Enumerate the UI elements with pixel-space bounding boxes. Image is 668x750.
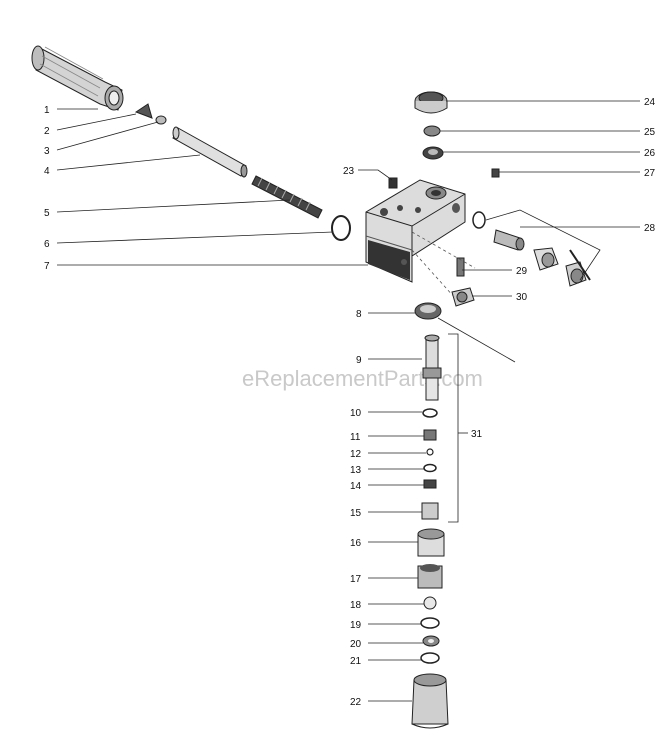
- part-21-oring: [420, 652, 440, 664]
- part-5-filter: [251, 175, 323, 219]
- callout-14: 14: [350, 481, 362, 492]
- part-30-fitting: [451, 287, 475, 307]
- callout-2: 2: [44, 126, 50, 137]
- callout-25: 25: [644, 127, 656, 138]
- part-18-ball: [423, 596, 437, 610]
- part-28-valve-assembly: [472, 211, 591, 287]
- part-2-cone: [134, 103, 153, 119]
- callout-27: 27: [644, 168, 656, 179]
- part-12-ring: [426, 448, 434, 456]
- part-29-spring: [456, 257, 465, 277]
- callout-21: 21: [350, 656, 362, 667]
- part-11-spacer: [423, 429, 437, 441]
- part-25-seal: [423, 125, 441, 137]
- watermark-text: eReplacementParts.com: [242, 366, 483, 391]
- callout-7: 7: [44, 261, 50, 272]
- callout-15: 15: [350, 508, 362, 519]
- callout-20: 20: [350, 639, 362, 650]
- callout-10: 10: [350, 408, 362, 419]
- part-23-plug: [388, 177, 398, 189]
- callout-31: 31: [471, 429, 483, 440]
- part-27-plug: [491, 168, 500, 178]
- callout-24: 24: [644, 97, 656, 108]
- callout-13: 13: [350, 465, 362, 476]
- part-24-cap: [414, 91, 448, 114]
- callout-9: 9: [356, 355, 362, 366]
- callout-3: 3: [44, 146, 50, 157]
- callout-11: 11: [350, 432, 361, 443]
- callout-26: 26: [644, 148, 656, 159]
- callout-16: 16: [350, 538, 362, 549]
- callout-29: 29: [516, 266, 528, 277]
- part-13-oring: [423, 463, 437, 473]
- part-8-seal: [414, 302, 442, 320]
- part-20-seat: [422, 635, 440, 647]
- callout-5: 5: [44, 208, 50, 219]
- callout-30: 30: [516, 292, 528, 303]
- callout-4: 4: [44, 166, 50, 177]
- callout-6: 6: [44, 239, 50, 250]
- part-10-oring: [422, 408, 438, 418]
- part-3-washer: [155, 115, 167, 125]
- callout-12: 12: [350, 449, 362, 460]
- part-26-bearing: [422, 146, 444, 160]
- leader-lines: [56, 100, 640, 702]
- part-4-tube: [172, 126, 248, 178]
- callout-labels: 1 2 3 4 5 6 7 8 9 10 11 12 13 14 15 16 1…: [44, 97, 656, 708]
- callout-22: 22: [350, 697, 362, 708]
- part-7-manifold-block: [365, 179, 466, 283]
- callout-23: 23: [343, 166, 355, 177]
- part-16-housing: [417, 528, 445, 557]
- part-15-nut: [421, 502, 439, 520]
- part-22-foot-valve: [411, 673, 449, 729]
- part-9-piston-rod: [422, 334, 442, 401]
- callout-8: 8: [356, 309, 362, 320]
- part-6-oring: [331, 215, 351, 241]
- callout-28: 28: [644, 223, 656, 234]
- part-1-handle: [31, 45, 124, 111]
- part-17-cage: [417, 564, 443, 589]
- callout-17: 17: [350, 574, 362, 585]
- callout-19: 19: [350, 620, 362, 631]
- callout-18: 18: [350, 600, 362, 611]
- callout-1: 1: [44, 105, 50, 116]
- part-14-packing: [423, 479, 437, 489]
- part-19-oring: [420, 617, 440, 629]
